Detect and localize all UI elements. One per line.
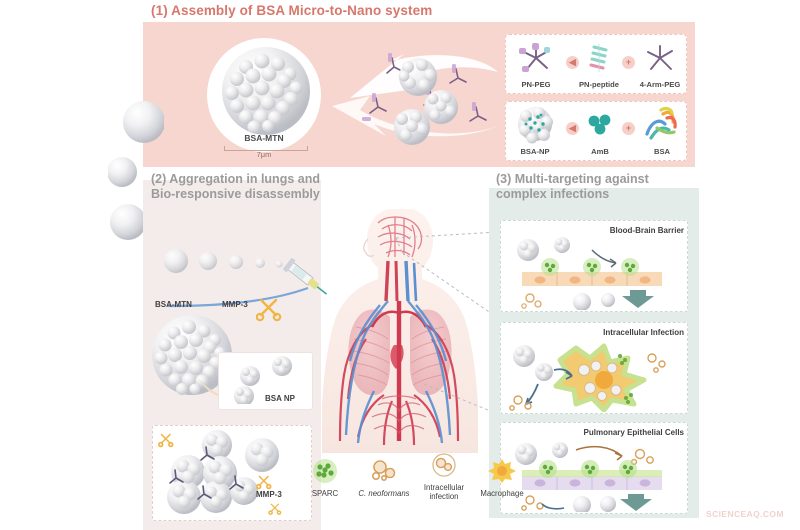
panel-3-title: (3) Multi-targeting against complex infe… [496, 172, 706, 202]
panel-1-title: (1) Assembly of BSA Micro-to-Nano system [151, 3, 433, 18]
scale-bar-label: 7μm [256, 150, 272, 159]
sub-panel-title-intracellular: Intracellular Infection [603, 328, 684, 337]
legend-item-c-neoformans: C. neoformans [348, 458, 420, 498]
scale-bar [224, 146, 308, 151]
intracellular-infection-icon [432, 453, 456, 477]
label-mmp3-card: MMP-3 [256, 490, 282, 499]
assembly-arrow [332, 54, 498, 137]
panel-3-title-line2: complex infections [496, 187, 610, 201]
connector-lines [395, 231, 499, 415]
sub-panel-title-pulmonary: Pulmonary Epithelial Cells [583, 428, 684, 437]
operator-plus-row2: + [622, 122, 635, 135]
operator-plus-row1: + [622, 56, 635, 69]
label-mmp3-panel2: MMP-3 [222, 300, 248, 309]
component-label-pn-peg: PN-PEG [521, 80, 551, 89]
protein-ribbon-icon [645, 106, 677, 140]
bbb-diagram [517, 237, 662, 310]
legend-label-sparc: SPARC [311, 489, 339, 498]
panel-3-title-line1: (3) Multi-targeting against [496, 172, 649, 186]
legend-label-intracellular-line1: Intracellular [423, 483, 465, 492]
label-bsa-mtn-panel2: BSA-MTN [155, 300, 192, 309]
injection-catheter-line [168, 286, 309, 308]
intracellular-infection-diagram [509, 343, 666, 412]
bsa-mtn-microsphere-panel2 [152, 315, 232, 395]
legend-item-macrophage: Macrophage [470, 458, 534, 498]
component-label-pn-peptide: PN-peptide [578, 80, 620, 89]
operator-arrow-row2: ◀ [566, 122, 579, 135]
syringe-icon [282, 258, 328, 295]
microsphere-trail-left [108, 101, 164, 240]
pulmonary-epithelial-diagram [515, 442, 662, 512]
c-neoformans-icon [372, 460, 396, 481]
bsa-mtn-microsphere [222, 47, 310, 135]
four-arm-peg-icon [647, 45, 673, 70]
bsa-mtn-label: BSA-MTN [244, 133, 284, 143]
legend-label-c-neoformans: C. neoformans [358, 489, 410, 498]
legend-label-intracellular-line2: infection [429, 492, 459, 501]
panel-2-title-line1: (2) Aggregation in lungs and [151, 172, 320, 186]
sparc-icon [313, 459, 337, 483]
amphotericin-b-icon [588, 114, 611, 135]
legend-item-sparc: SPARC [296, 458, 354, 498]
operator-arrow-row1: ◀ [566, 56, 579, 69]
component-label-4-arm-peg: 4-Arm-PEG [639, 80, 681, 89]
panel-2-title: (2) Aggregation in lungs and Bio-respons… [151, 172, 341, 202]
watermark: SCIENCEAQ.COM [706, 509, 784, 519]
nanoparticle-icon [518, 107, 553, 144]
aggregation-particle-trail [164, 249, 295, 273]
component-label-bsa: BSA [653, 147, 671, 156]
bsa-nanoparticles-group [234, 356, 292, 404]
label-bsa-np: BSA NP [265, 394, 295, 403]
peptide-helix-icon [589, 44, 608, 72]
panel-2-title-line2: Bio-responsive disassembly [151, 187, 320, 201]
bsa-np-card [218, 352, 313, 410]
legend-label-macrophage: Macrophage [480, 489, 524, 498]
macrophage-icon [488, 459, 516, 483]
human-circulatory-torso [322, 209, 478, 453]
scissors-icon [256, 298, 282, 322]
sub-panel-title-bbb: Blood-Brain Barrier [609, 226, 684, 235]
aggregated-nanoparticles-with-mmp3 [157, 430, 282, 515]
component-label-bsa-np: BSA-NP [520, 147, 550, 156]
component-label-amb: AmB [591, 147, 609, 156]
peg-linked-nanoparticle-cluster [362, 53, 487, 145]
legend-item-intracellular-infection: Intracellular infection [412, 452, 476, 501]
four-arm-polymer-icon [519, 43, 550, 72]
